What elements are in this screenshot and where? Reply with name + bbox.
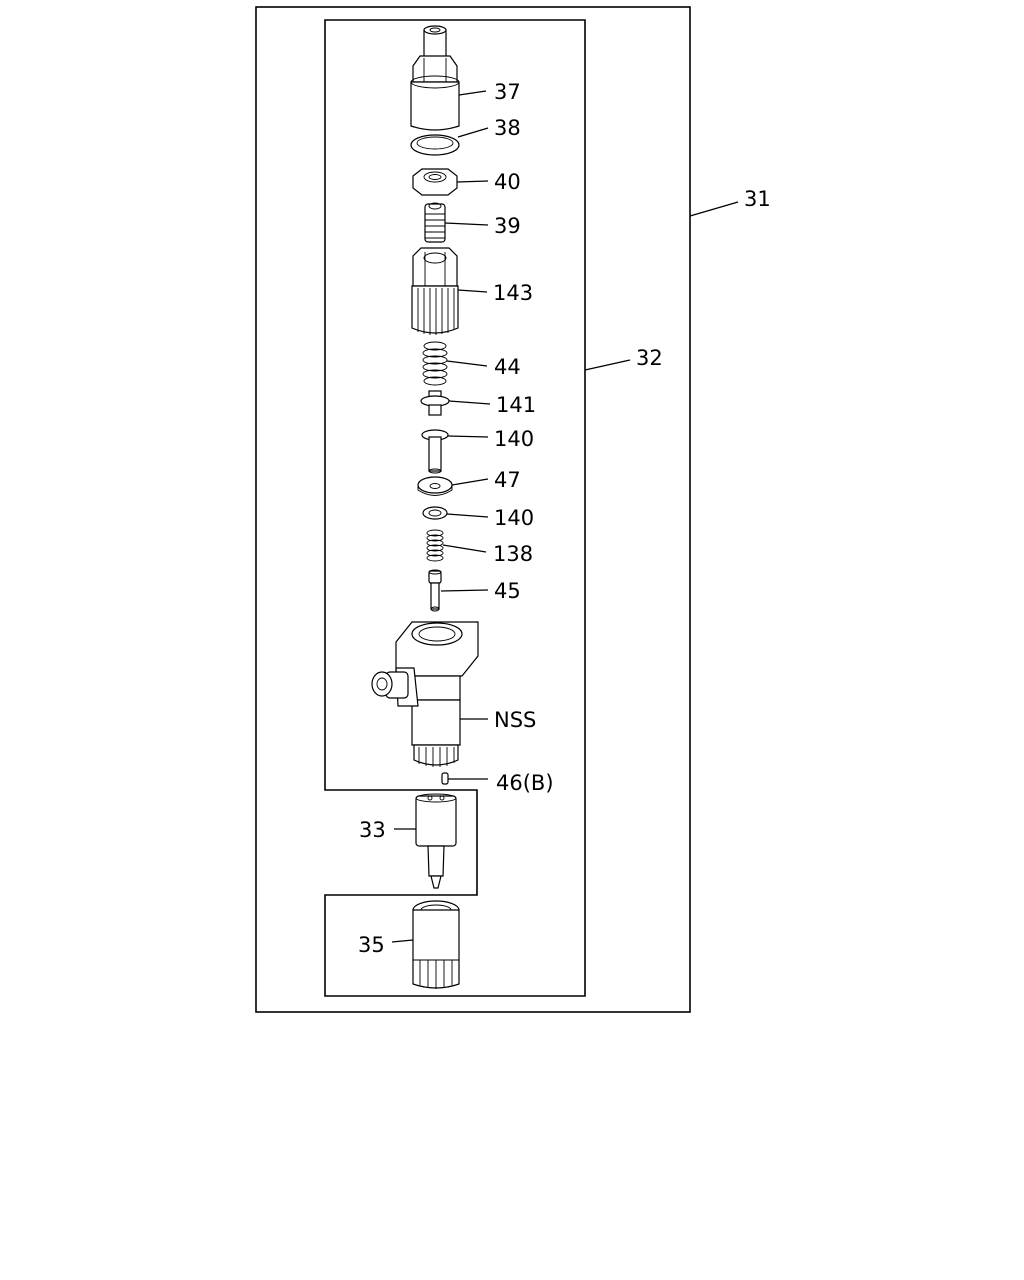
leader-141 — [448, 400, 491, 405]
leader-35 — [391, 939, 414, 943]
leader-40 — [456, 180, 489, 183]
part-138-spring — [426, 529, 444, 562]
leader-32 — [584, 359, 631, 371]
part-140-upper-pin — [421, 429, 449, 474]
callout-140-upper: 140 — [494, 427, 534, 451]
leader-44 — [446, 360, 488, 367]
part-45-spacer — [428, 569, 442, 612]
part-39-threaded-insert — [424, 202, 446, 243]
part-37-cap-nut — [410, 25, 460, 131]
callout-141: 141 — [496, 393, 536, 417]
callout-33: 33 — [359, 818, 386, 842]
leader-37 — [458, 90, 487, 96]
callout-31: 31 — [744, 187, 771, 211]
outer-assembly-frame — [255, 6, 691, 1013]
callout-nss: NSS — [494, 708, 536, 732]
leader-138 — [442, 544, 487, 553]
leader-38 — [457, 127, 489, 138]
leader-31 — [689, 201, 739, 217]
part-nss-holder-body — [371, 621, 479, 767]
leader-47 — [451, 478, 489, 486]
part-35-retaining-nut — [412, 900, 460, 989]
callout-138: 138 — [493, 542, 533, 566]
callout-38: 38 — [494, 116, 521, 140]
part-38-gasket — [410, 134, 460, 156]
part-46b-dowel-pin — [441, 772, 449, 785]
part-44-spring — [422, 341, 448, 386]
callout-44: 44 — [494, 355, 521, 379]
inner-assembly-frame — [324, 19, 586, 997]
part-47-washer — [417, 476, 453, 496]
part-140-lower-ring — [422, 506, 448, 520]
callout-40: 40 — [494, 170, 521, 194]
part-40-hex-nut — [412, 168, 458, 196]
leader-39 — [444, 222, 489, 226]
leader-140b — [446, 513, 489, 518]
callout-37: 37 — [494, 80, 521, 104]
leader-45 — [440, 589, 489, 592]
leader-140a — [447, 435, 489, 438]
callout-39: 39 — [494, 214, 521, 238]
callout-140-lower: 140 — [494, 506, 534, 530]
part-141-push-rod — [420, 390, 450, 416]
callout-143: 143 — [493, 281, 533, 305]
part-143-retaining-body — [411, 247, 459, 335]
callout-46b: 46(B) — [496, 771, 554, 795]
callout-45: 45 — [494, 579, 521, 603]
callout-47: 47 — [494, 468, 521, 492]
callout-35: 35 — [358, 933, 385, 957]
callout-32: 32 — [636, 346, 663, 370]
leader-143 — [457, 289, 488, 293]
part-33-nozzle — [415, 793, 457, 889]
